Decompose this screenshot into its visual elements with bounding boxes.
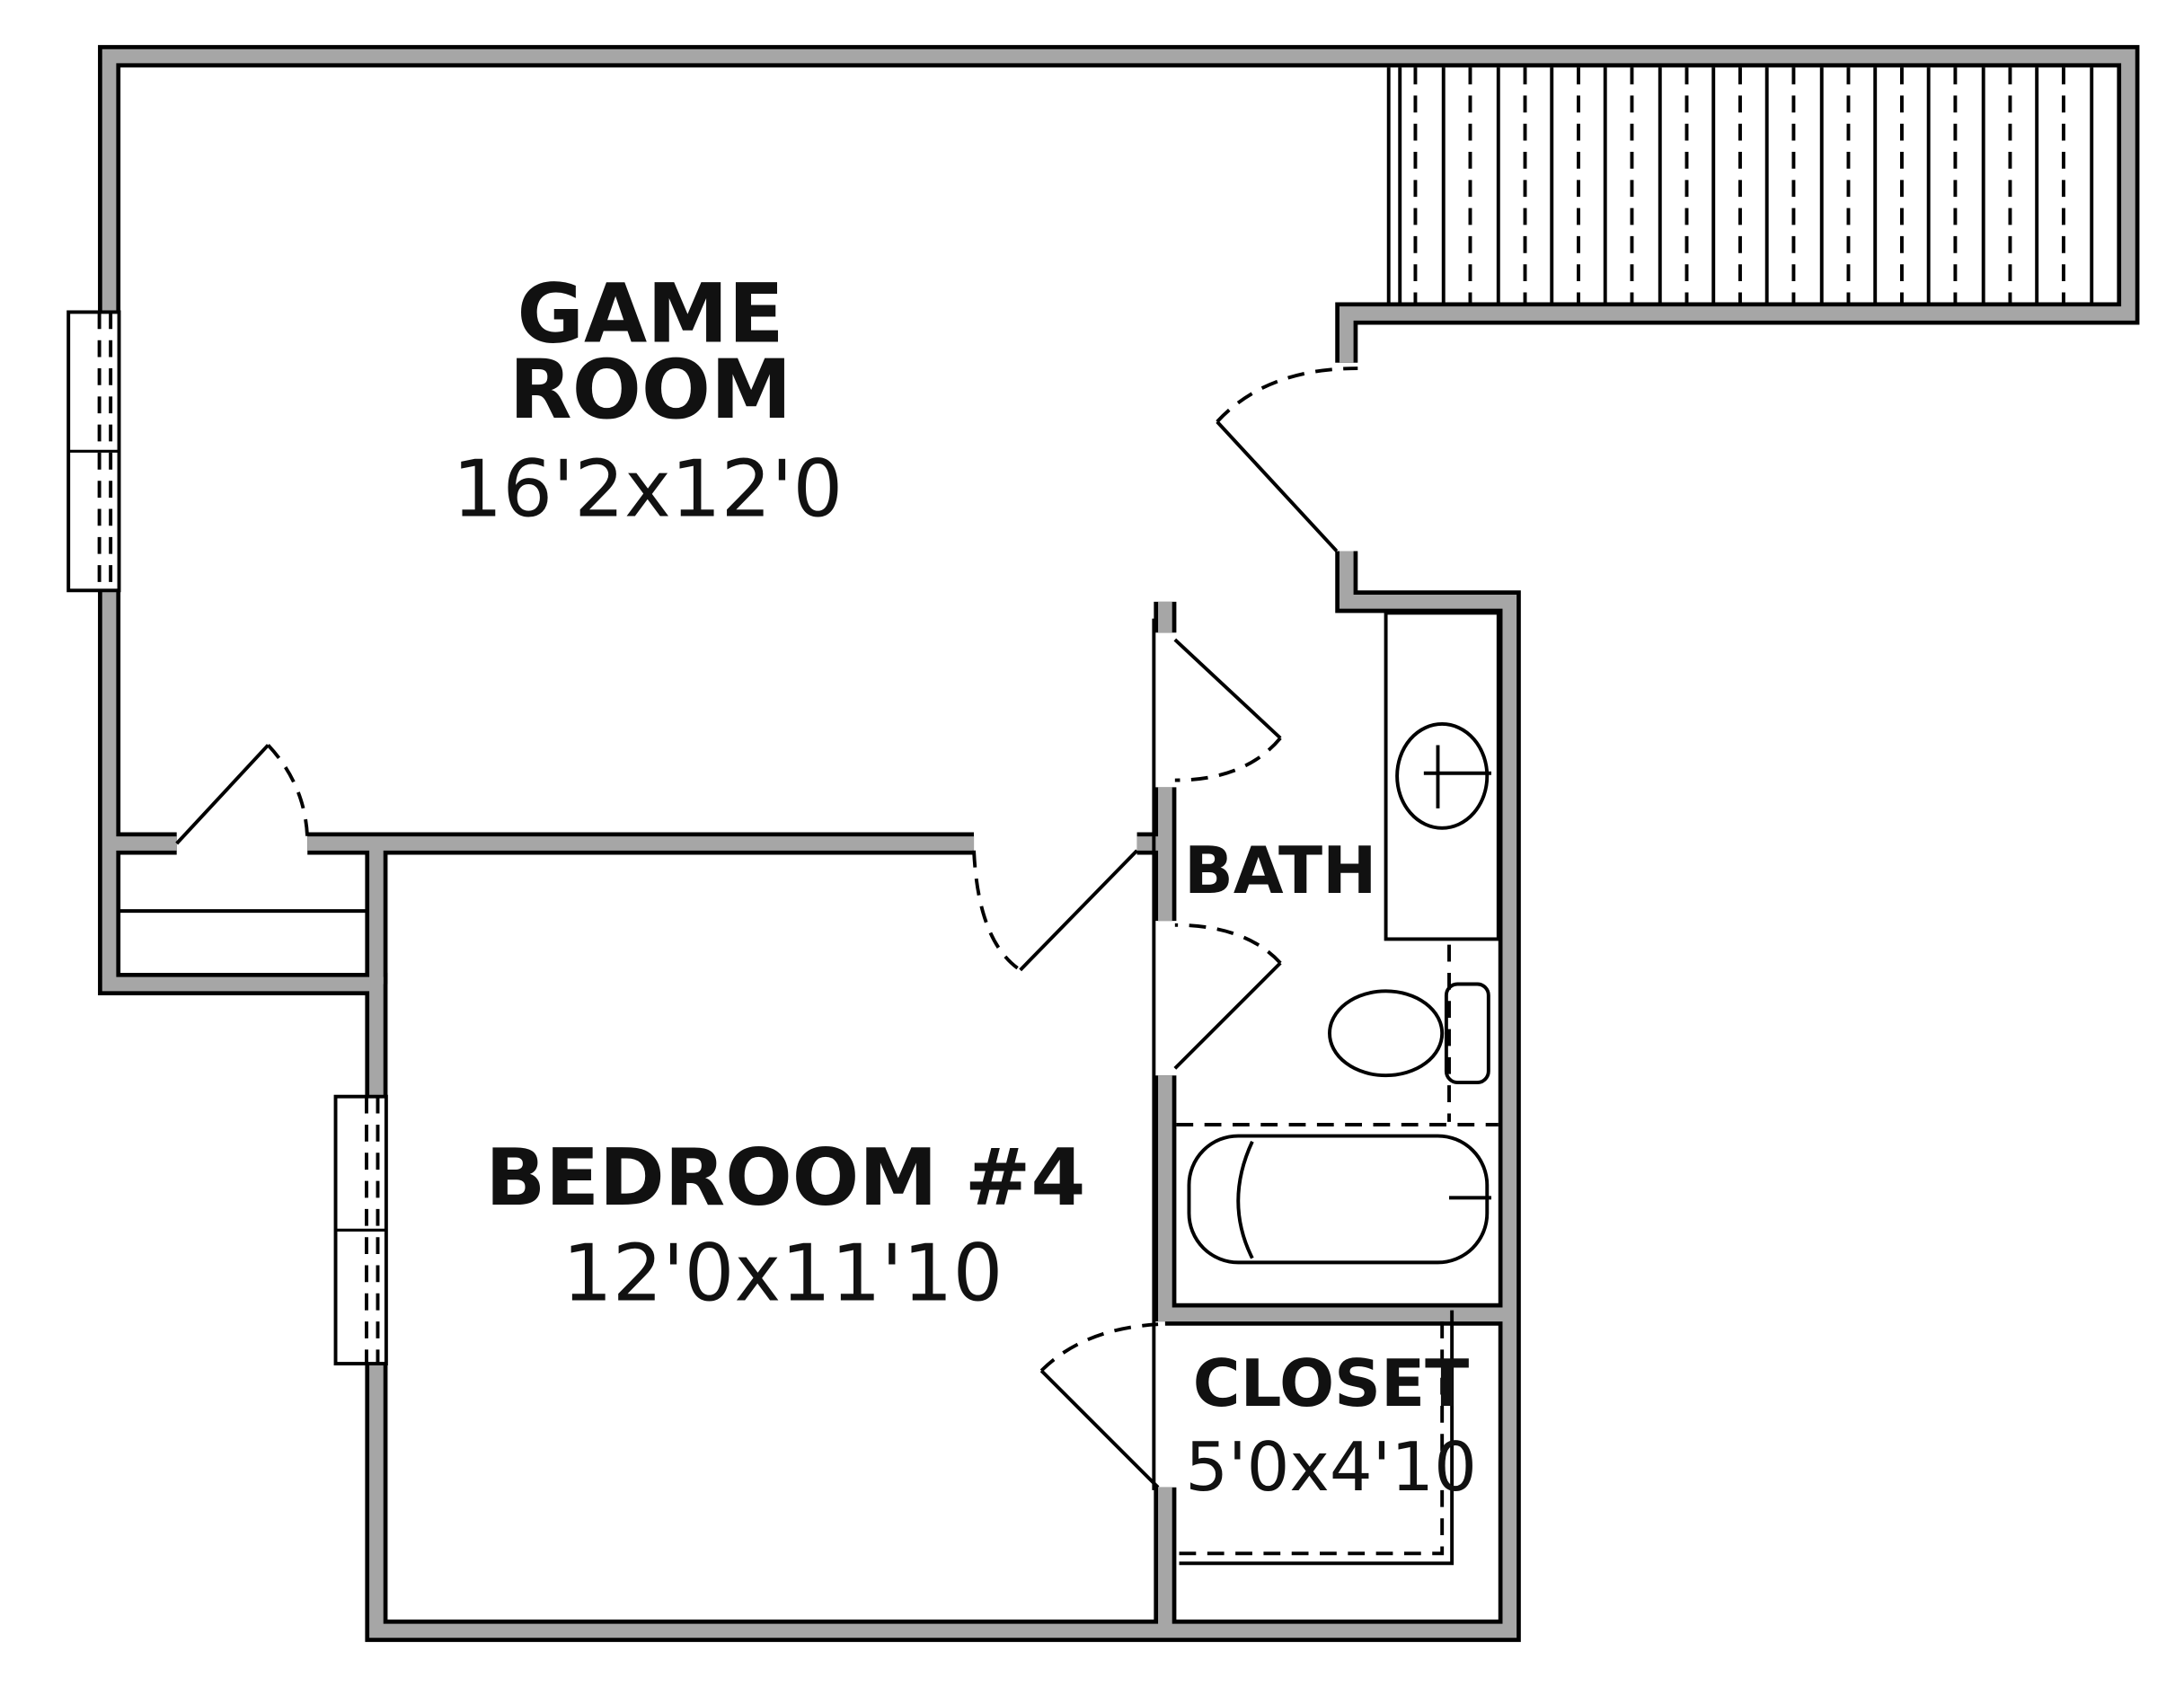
bathtub-icon	[1187, 1134, 1490, 1265]
toilet-icon	[1328, 989, 1445, 1078]
windows	[66, 310, 388, 1366]
fixtures	[1176, 611, 1500, 1566]
closet-label: CLOSET	[1193, 1346, 1469, 1421]
stairs	[1386, 67, 2094, 303]
game-room-size: 16'2x12'0	[453, 443, 844, 534]
doors	[119, 367, 1358, 1490]
closet-size: 5'0x4'10	[1185, 1427, 1477, 1506]
bedroom-label: BEDROOM #4	[485, 1132, 1085, 1223]
game-room-label: GAME	[517, 267, 784, 361]
labels: GAME ROOM 16'2x12'0 BEDROOM #4 12'0x11'1…	[453, 267, 1477, 1506]
bedroom-size: 12'0x11'10	[562, 1228, 1003, 1320]
sink-icon	[1395, 722, 1490, 830]
game-room-label-2: ROOM	[509, 343, 792, 437]
bath-label: BATH	[1184, 833, 1376, 908]
walls	[98, 45, 2140, 1642]
toilet-tank	[1444, 982, 1490, 1085]
vanity-counter	[1384, 611, 1500, 941]
